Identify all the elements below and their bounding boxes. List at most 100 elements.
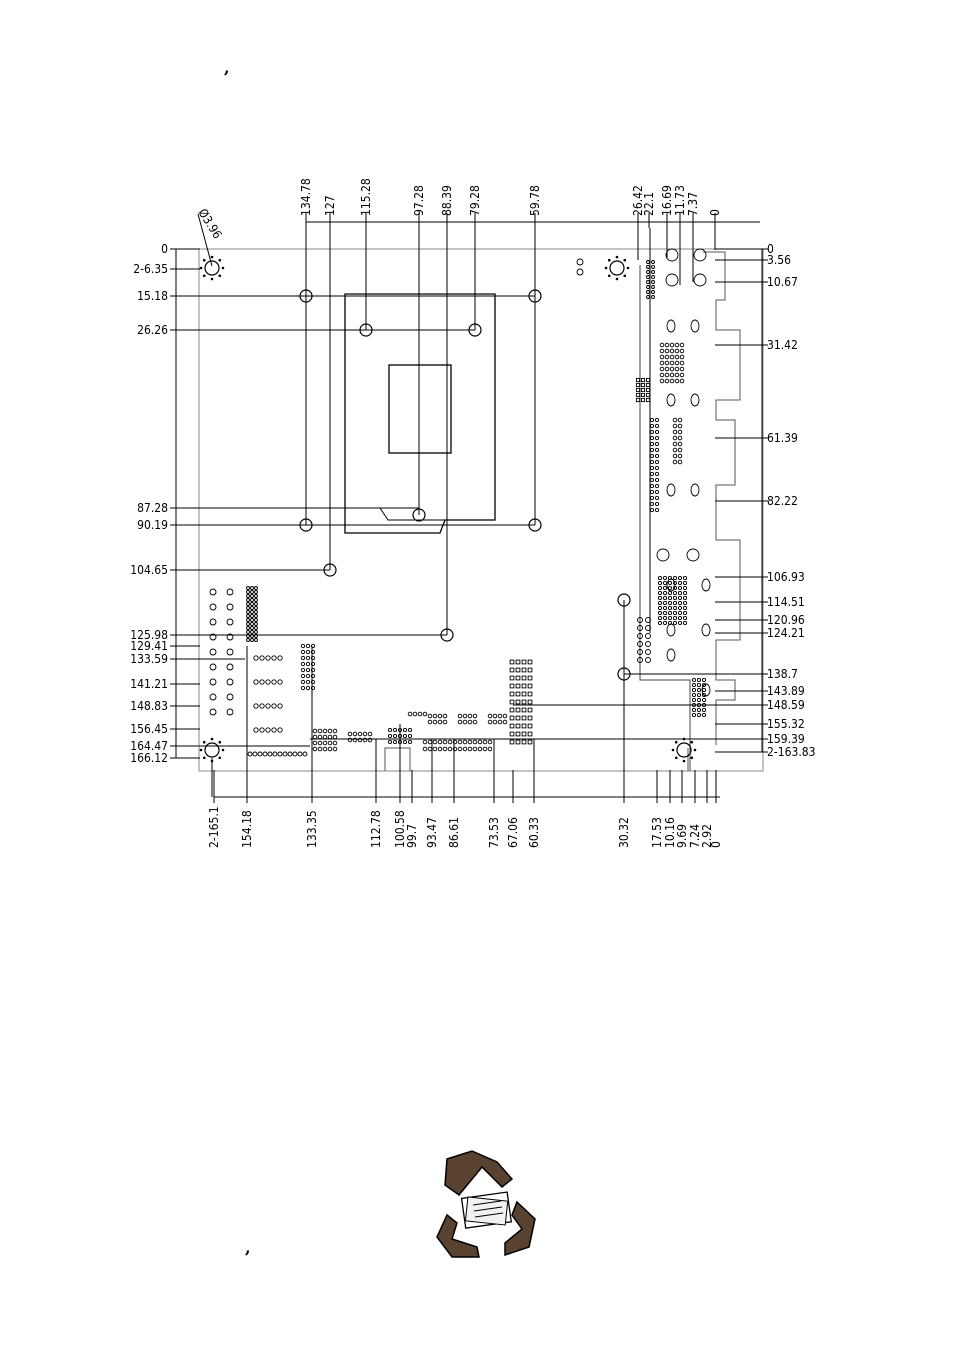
- pad: [674, 354, 680, 360]
- pad: [646, 275, 650, 279]
- pad: [226, 678, 234, 686]
- right-dim-label: 10.67: [767, 275, 798, 289]
- pad: [682, 585, 688, 591]
- pad: [437, 713, 443, 719]
- mounting-hole-star: [204, 260, 220, 276]
- pad: [253, 655, 259, 661]
- io-edge: [639, 265, 691, 771]
- pad: [672, 595, 678, 601]
- pad: [662, 580, 668, 586]
- pad: [462, 713, 468, 719]
- left-dim-label: 26.26: [137, 323, 168, 337]
- pad: [250, 598, 254, 602]
- pad: [246, 586, 250, 590]
- pad: [305, 643, 311, 649]
- pad: [312, 728, 318, 734]
- pad: [679, 372, 685, 378]
- pad: [302, 751, 308, 757]
- right-dim-label: 159.39: [767, 732, 805, 746]
- pad: [246, 602, 250, 606]
- pad: [664, 354, 670, 360]
- pad: [654, 507, 660, 513]
- mounting-hole: [323, 563, 337, 577]
- bottom-comma: ,: [245, 1238, 251, 1257]
- mounting-hole-star: [204, 742, 220, 758]
- pad: [226, 588, 234, 596]
- mounting-hole: [440, 628, 454, 642]
- pad: [654, 483, 660, 489]
- pad: [250, 602, 254, 606]
- pad: [672, 575, 678, 581]
- pad: [679, 348, 685, 354]
- pad: [462, 719, 468, 725]
- pad: [246, 598, 250, 602]
- hole-via: [218, 274, 222, 278]
- bottom-dim-label: 60.33: [527, 817, 541, 848]
- pad: [701, 707, 707, 713]
- pad: [649, 459, 655, 465]
- pad: [637, 625, 643, 631]
- pad: [305, 667, 311, 673]
- pad: [509, 715, 515, 721]
- mounting-hole: [468, 323, 482, 337]
- pad: [696, 687, 702, 693]
- pad: [649, 507, 655, 513]
- pad: [250, 590, 254, 594]
- mounting-hole: [528, 518, 542, 532]
- pad: [657, 610, 663, 616]
- pad: [209, 678, 217, 686]
- pad: [509, 691, 515, 697]
- pad: [664, 372, 670, 378]
- pad: [312, 746, 318, 752]
- pad: [669, 366, 675, 372]
- left-dim-label: 148.83: [130, 699, 168, 713]
- pad: [654, 459, 660, 465]
- bottom-dim-label: 73.53: [487, 817, 501, 848]
- pad: [672, 441, 678, 447]
- hole-via: [210, 277, 214, 281]
- top-dim-label: 11.73: [673, 185, 687, 216]
- pad: [402, 733, 408, 739]
- right-dim-label: 138.7: [767, 667, 798, 681]
- pad: [447, 739, 453, 745]
- pad: [645, 392, 651, 398]
- pad: [226, 708, 234, 716]
- pad: [637, 649, 643, 655]
- pad: [432, 739, 438, 745]
- connector-pin: [666, 648, 676, 662]
- mounting-hole: [299, 518, 313, 532]
- pad: [515, 667, 521, 673]
- right-dim-label: 3.56: [767, 253, 791, 267]
- hole-via: [202, 740, 206, 744]
- left-dim-label: 87.28: [137, 501, 168, 515]
- pad: [696, 697, 702, 703]
- pad: [672, 459, 678, 465]
- pad: [226, 603, 234, 611]
- pad: [317, 740, 323, 746]
- hole-via: [210, 737, 214, 741]
- recycle-icon: [436, 1150, 536, 1258]
- pad: [322, 740, 328, 746]
- pad: [310, 667, 316, 673]
- pad: [667, 615, 673, 621]
- connector-pin: [666, 393, 676, 407]
- pad: [305, 661, 311, 667]
- pad: [327, 728, 333, 734]
- pad: [246, 634, 250, 638]
- pad: [645, 625, 651, 631]
- pad: [259, 703, 265, 709]
- bottom-dim-label: 2.92: [700, 824, 714, 848]
- pad: [467, 739, 473, 745]
- pad: [322, 746, 328, 752]
- pad: [254, 622, 258, 626]
- pad: [645, 633, 651, 639]
- pad: [651, 270, 655, 274]
- large-pad: [693, 273, 707, 287]
- hole-via: [199, 748, 203, 752]
- pad: [672, 605, 678, 611]
- pad: [696, 712, 702, 718]
- pad: [669, 372, 675, 378]
- pad: [442, 746, 448, 752]
- pad: [672, 600, 678, 606]
- pad: [682, 615, 688, 621]
